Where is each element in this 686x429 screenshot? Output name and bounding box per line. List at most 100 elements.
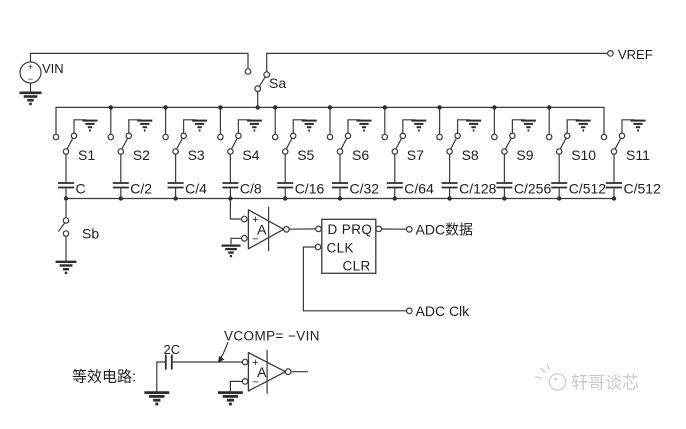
rail-contact-node <box>326 133 334 141</box>
output-node <box>284 368 292 376</box>
rail-contact-node <box>545 133 553 141</box>
wire-minus-to-ground <box>229 380 243 392</box>
plus-sign: + <box>252 214 258 226</box>
junction-dot <box>273 105 278 110</box>
switch-blade <box>395 138 402 150</box>
vin-label: VIN <box>42 61 64 76</box>
ground-icon <box>520 119 536 132</box>
sa-vin-contact-node <box>244 68 252 75</box>
capacitor-label: C/16 <box>295 181 325 197</box>
junction-dot <box>382 105 387 110</box>
clk-wire <box>302 246 408 312</box>
ground-icon <box>221 244 241 258</box>
ground-contact-node <box>618 132 626 140</box>
dff-clk-label: CLK <box>327 241 354 256</box>
dff-dprq-label: D PRQ <box>328 222 373 237</box>
vcomp-label: VCOMP= −VIN <box>224 328 320 343</box>
minus-input-node <box>240 234 248 242</box>
minus-input-node <box>241 378 249 385</box>
adc-data-label: ADC数据 <box>416 222 474 238</box>
switch-blade <box>66 138 74 150</box>
pivot-node <box>227 148 234 155</box>
rail-contact-node <box>600 133 608 141</box>
switch-label: S6 <box>352 147 369 163</box>
pivot-node <box>446 148 453 155</box>
watermark-logo-icon <box>548 373 567 391</box>
minus-sign: − <box>252 233 258 245</box>
ground-icon <box>192 119 208 132</box>
sa-vref-contact-node <box>263 71 271 78</box>
ground-icon <box>466 119 482 132</box>
wire-ground-lead <box>347 119 361 134</box>
junction-dot <box>163 105 168 110</box>
pivot-node <box>117 148 125 155</box>
switch-label: S8 <box>462 147 479 163</box>
comparator-triangle <box>247 209 285 250</box>
vcomp-arrowhead <box>217 355 225 363</box>
wire-ground-lead <box>511 119 525 134</box>
capacitor-label: C/128 <box>459 181 497 197</box>
vcomp-leader-line <box>220 342 229 359</box>
equivalent-circuit: 等效电路: 2C VCOMP= −VIN + − A <box>72 328 320 406</box>
wire-ground-lead <box>237 119 251 134</box>
junction-dot <box>218 105 223 110</box>
sb-top-contact-node <box>62 217 70 224</box>
branch-s9: S9C/256 <box>491 105 551 201</box>
adc-data-terminal-node <box>405 225 413 233</box>
rail-contact-node <box>381 133 389 141</box>
switch-label: S11 <box>626 147 650 163</box>
rail-contact-node <box>436 133 443 141</box>
ground-icon <box>217 391 243 406</box>
switch-label: S10 <box>571 147 596 163</box>
output-node <box>283 225 290 233</box>
ground-icon <box>137 119 153 132</box>
ground-contact-node <box>289 132 297 140</box>
rail-contact-node <box>52 133 60 141</box>
d-flipflop: D PRQ CLK CLR ADC数据 ADC Clk <box>302 218 474 319</box>
capacitor-label: C/2 <box>130 181 152 197</box>
capacitor-array: S1CS2C/2S3C/4S4C/8S5C/16S6C/32S7C/64S8C/… <box>52 105 662 201</box>
ground-contact-node <box>399 132 407 140</box>
capacitor-label: C/4 <box>185 181 207 197</box>
sb-label: Sb <box>82 226 99 242</box>
capacitor-label: C/512 <box>624 181 662 197</box>
q-output-node <box>375 225 383 233</box>
switch-label: S1 <box>78 147 95 163</box>
rail-contact-node <box>107 133 115 141</box>
junction-dot <box>437 105 442 110</box>
switch-label: S5 <box>297 147 314 163</box>
plus-sign: + <box>252 357 258 369</box>
switch-label: S2 <box>133 147 150 163</box>
vref-terminal-node <box>607 50 614 57</box>
branch-s2: S2C/2 <box>107 105 153 201</box>
dff-box <box>321 218 377 274</box>
vin-minus-sign: − <box>28 74 33 84</box>
switch-blade <box>559 138 567 150</box>
capacitor-label: C/32 <box>350 181 380 197</box>
plus-input-node <box>240 215 248 223</box>
branch-s5: S5C/16 <box>271 105 325 201</box>
ground-icon <box>356 119 372 132</box>
pivot-node <box>391 148 399 155</box>
watermark-label: 轩哥谈芯 <box>571 374 639 393</box>
junction-dot <box>327 105 333 110</box>
comparator-main: + − A <box>221 197 317 258</box>
ground-icon <box>144 391 170 406</box>
pivot-node <box>281 148 289 155</box>
switch-blade <box>230 138 238 150</box>
sa-switch: Sa <box>244 52 286 110</box>
ground-contact-node <box>125 132 133 140</box>
switch-blade <box>285 138 293 150</box>
sb-blade <box>57 222 66 232</box>
ground-icon <box>19 91 42 106</box>
rail-contact-node <box>491 133 498 141</box>
ground-contact-node <box>70 132 78 140</box>
comparator-label: A <box>257 221 267 237</box>
adc-clk-terminal-node <box>405 307 413 315</box>
junction-dot <box>108 105 114 110</box>
junction-dot <box>547 105 552 110</box>
branch-s3: S3C/4 <box>162 105 208 201</box>
